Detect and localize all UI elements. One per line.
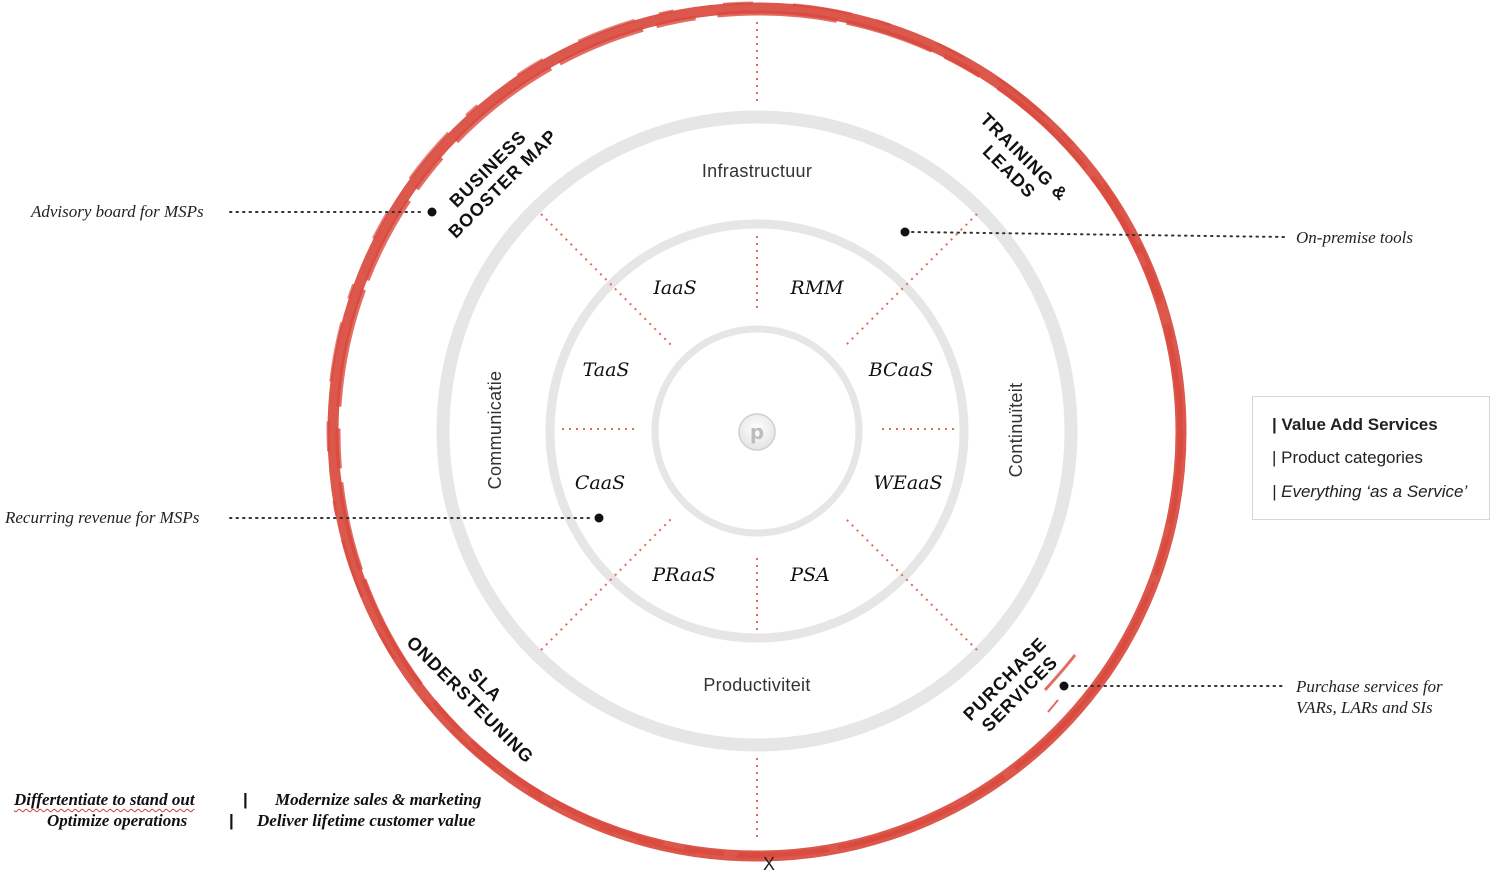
service-rmm: RMM bbox=[789, 277, 844, 299]
legend-value-add-services: | Value Add Services bbox=[1272, 415, 1438, 434]
annotation-advisory: Advisory board for MSPs bbox=[30, 202, 204, 221]
service-weaas: WEaaS bbox=[873, 472, 942, 494]
annotation-dot-advisory bbox=[427, 207, 437, 217]
service-taas: TaaS bbox=[583, 359, 630, 381]
center-logo: p bbox=[738, 413, 776, 451]
tagline-separator: | bbox=[229, 811, 234, 830]
annotation-leaders bbox=[229, 211, 1286, 687]
tagline-optimize: Optimize operations bbox=[47, 811, 188, 830]
annotation-recurring: Recurring revenue for MSPs bbox=[4, 508, 200, 527]
tagline-modernize: Modernize sales & marketing bbox=[275, 790, 482, 809]
value-add-business-booster-map: BUSINESS BOOSTER MAP bbox=[444, 125, 561, 242]
legend-product-categories: | Product categories bbox=[1272, 448, 1423, 467]
annotation-purchase-line2: VARs, LARs and SIs bbox=[1296, 698, 1433, 717]
service-praas: PRaaS bbox=[651, 564, 715, 586]
category-productiviteit: Productiviteit bbox=[703, 675, 810, 695]
category-continuiteit: Continuïteit bbox=[1006, 383, 1026, 478]
category-communicatie: Communicatie bbox=[485, 371, 505, 490]
service-caas: CaaS bbox=[575, 472, 625, 494]
svg-text:p: p bbox=[750, 420, 764, 444]
outer-ring bbox=[326, 1, 1187, 862]
service-bcaas: BCaaS bbox=[868, 359, 934, 381]
service-psa: PSA bbox=[789, 564, 830, 586]
legend-box: | Value Add Services | Product categorie… bbox=[1252, 396, 1490, 520]
bottom-x-mark: X bbox=[763, 854, 775, 874]
inner-ring bbox=[545, 219, 969, 643]
annotation-dot-purchase bbox=[1059, 681, 1069, 691]
legend-everything-as-a-service: | Everything ‘as a Service’ bbox=[1272, 482, 1468, 501]
annotation-dot-onpremise bbox=[900, 227, 910, 237]
annotation-dot-recurring bbox=[594, 513, 604, 523]
tagline-differentiate: Differtentiate to stand out bbox=[14, 790, 195, 809]
core-ring bbox=[651, 325, 863, 537]
category-infrastructuur: Infrastructuur bbox=[702, 161, 812, 181]
annotation-purchase-line1: Purchase services for bbox=[1295, 677, 1443, 696]
tagline-separator: | bbox=[243, 790, 248, 809]
service-iaas: IaaS bbox=[652, 277, 696, 299]
tagline-deliver-value: Deliver lifetime customer value bbox=[257, 811, 476, 830]
middle-ring bbox=[436, 110, 1078, 752]
dotted-dividers bbox=[540, 22, 978, 840]
annotation-onpremise: On-premise tools bbox=[1296, 228, 1413, 247]
